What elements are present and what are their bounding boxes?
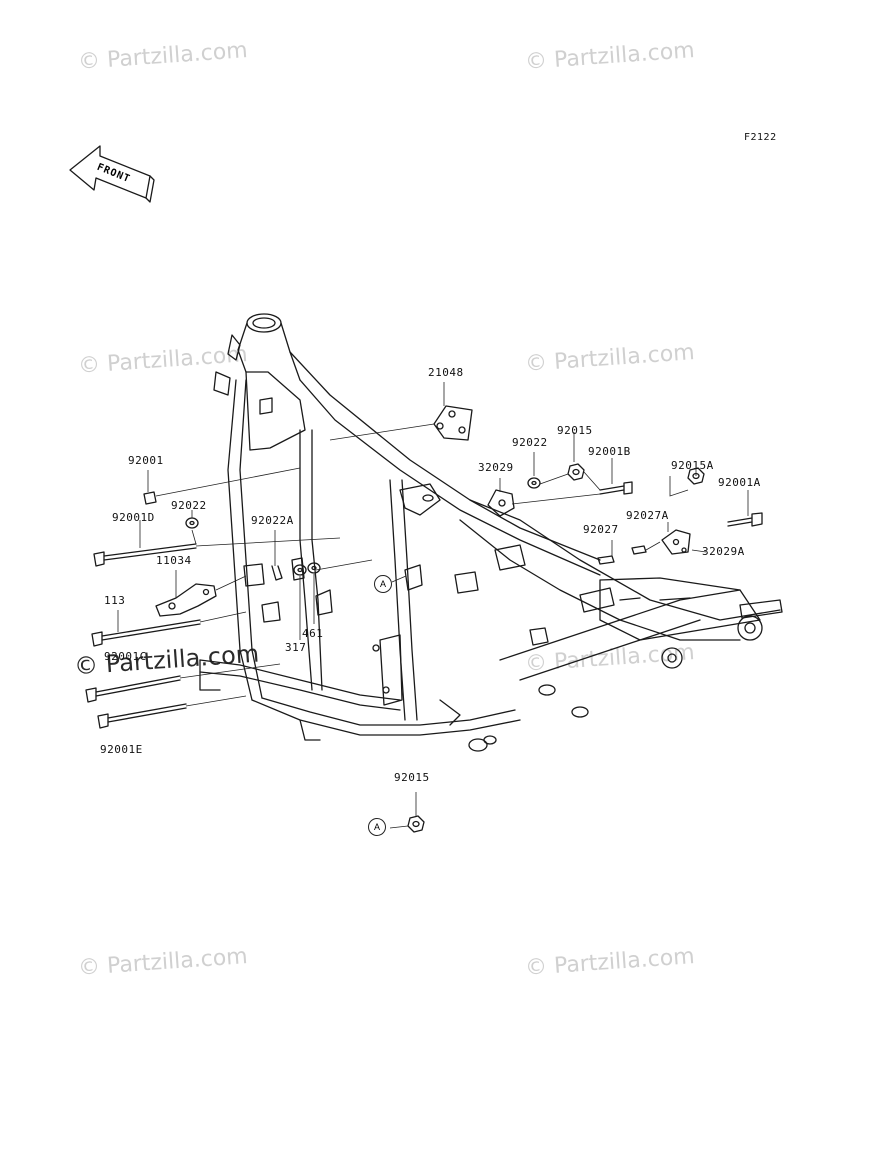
part-label-461[interactable]: 461	[302, 627, 324, 640]
part-label-92001a[interactable]: 92001A	[718, 476, 761, 489]
part-label-92022-top[interactable]: 92022	[512, 436, 548, 449]
diagram-code: F2122	[744, 132, 777, 143]
part-label-113[interactable]: 113	[104, 594, 126, 607]
part-label-92027a[interactable]: 92027A	[626, 509, 669, 522]
part-label-92015-bottom[interactable]: 92015	[394, 771, 430, 784]
part-label-92022a[interactable]: 92022A	[251, 514, 294, 527]
part-label-92015-top[interactable]: 92015	[557, 424, 593, 437]
part-label-21048[interactable]: 21048	[428, 366, 464, 379]
callout-a-bottom: A	[368, 818, 386, 836]
part-label-32029a[interactable]: 32029A	[702, 545, 745, 558]
part-label-92001b[interactable]: 92001B	[588, 445, 631, 458]
part-label-92001e[interactable]: 92001E	[100, 743, 143, 756]
front-arrow-icon	[69, 145, 155, 203]
part-label-92001c[interactable]: 92001C	[104, 650, 147, 663]
part-label-92022-left[interactable]: 92022	[171, 499, 207, 512]
part-label-11034[interactable]: 11034	[156, 554, 192, 567]
part-label-92015a[interactable]: 92015A	[671, 459, 714, 472]
part-label-32029[interactable]: 32029	[478, 461, 514, 474]
part-label-92001[interactable]: 92001	[128, 454, 164, 467]
part-label-92001d[interactable]: 92001D	[112, 511, 155, 524]
part-label-317[interactable]: 317	[285, 641, 307, 654]
part-label-92027[interactable]: 92027	[583, 523, 619, 536]
callout-a-frame: A	[374, 575, 392, 593]
